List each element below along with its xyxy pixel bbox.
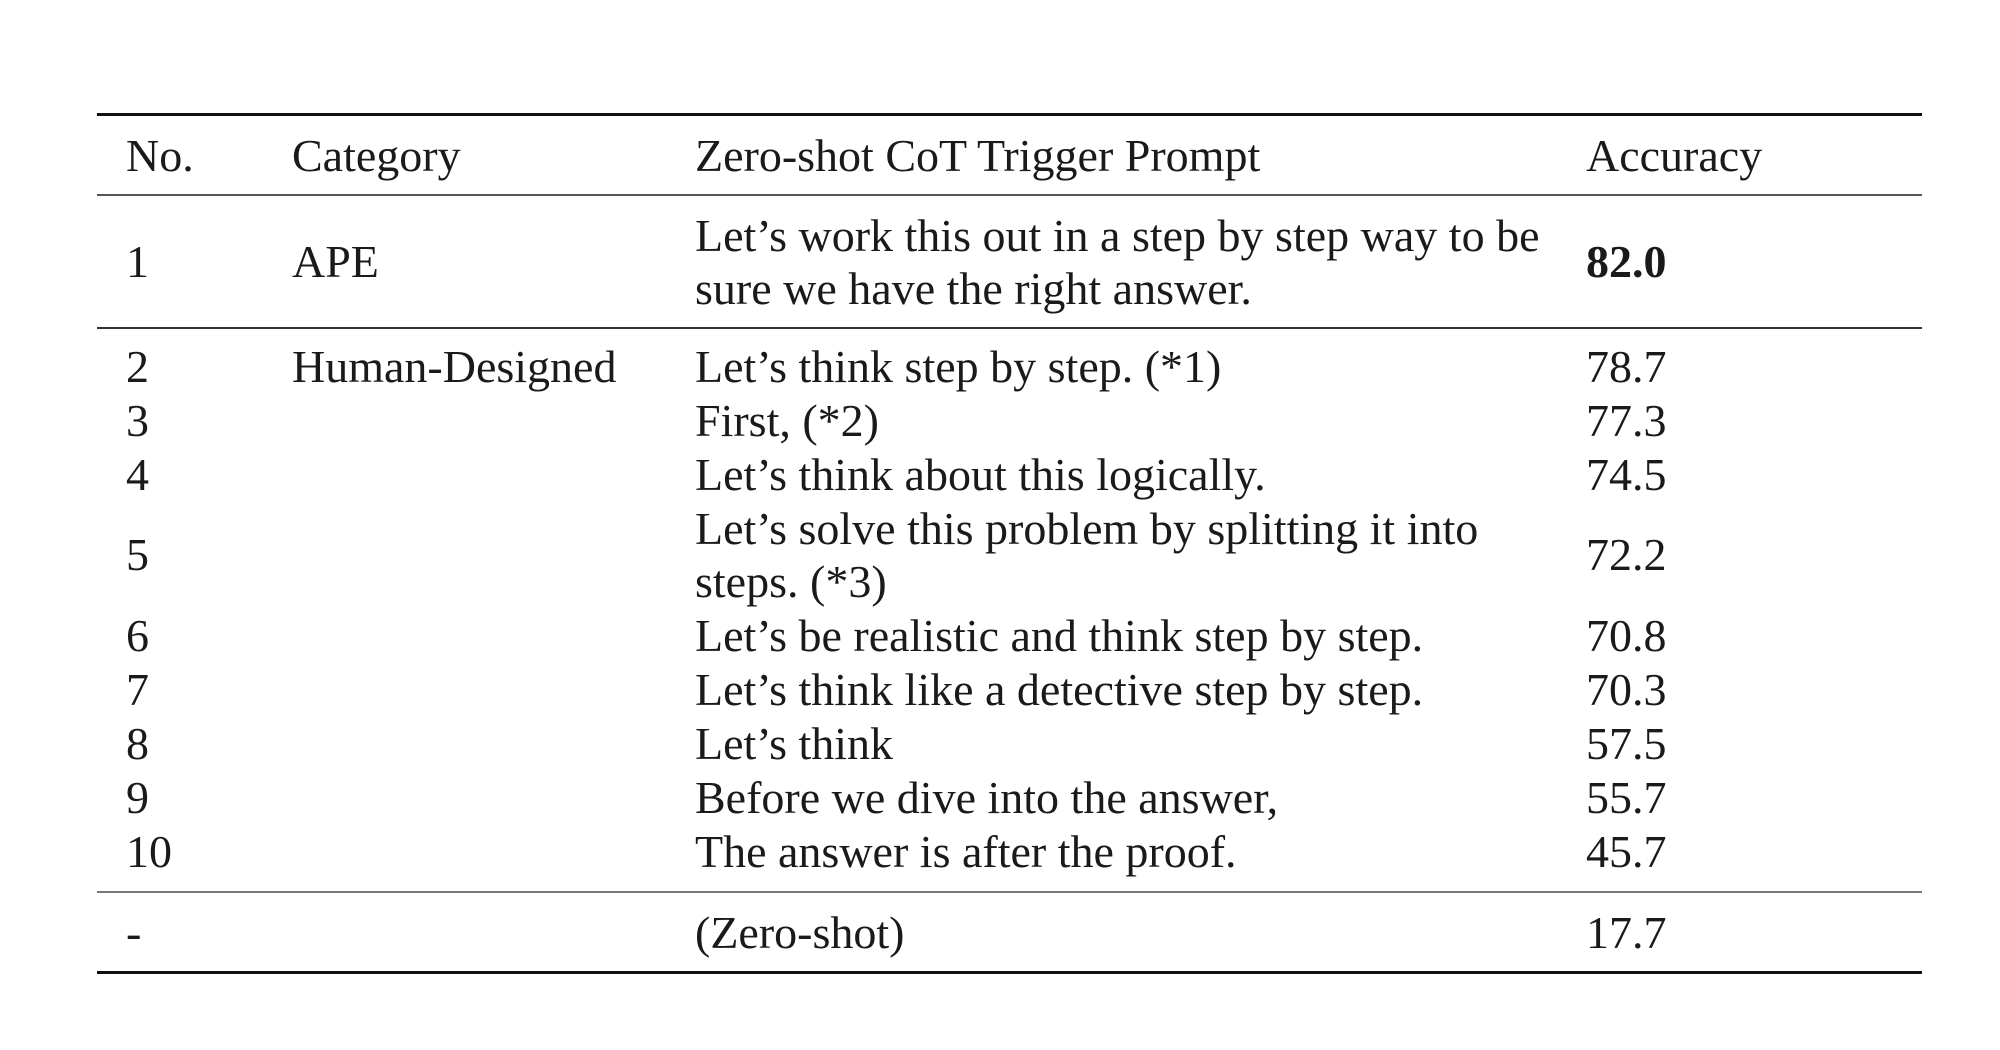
table-row: 3 First, (*2) 77.3 — [97, 393, 1922, 447]
row-no: 10 — [126, 825, 172, 877]
table-row: 8 Let’s think 57.5 — [97, 716, 1922, 770]
table-row: 6 Let’s be realistic and think step by s… — [97, 608, 1922, 662]
row-no: - — [126, 906, 142, 958]
header-row: No. Category Zero-shot CoT Trigger Promp… — [97, 114, 1922, 195]
row-no: 2 — [126, 340, 149, 392]
row-prompt: Let’s think step by step. (*1) — [695, 340, 1222, 392]
table-row: - (Zero-shot) 17.7 — [97, 892, 1922, 973]
header-prompt: Zero-shot CoT Trigger Prompt — [695, 129, 1261, 181]
row-accuracy: 72.2 — [1586, 529, 1667, 580]
row-prompt: Let’s think like a detective step by ste… — [695, 663, 1424, 715]
row-prompt: Let’s think about this logically. — [695, 448, 1266, 500]
row-no: 4 — [126, 448, 149, 500]
row-category — [292, 770, 695, 824]
header-no: No. — [126, 129, 194, 181]
row-no: 8 — [126, 717, 149, 769]
row-category — [292, 824, 695, 892]
table-row: 2 Human-Designed Let’s think step by ste… — [97, 328, 1922, 393]
header-category: Category — [292, 129, 461, 181]
table-row: 7 Let’s think like a detective step by s… — [97, 662, 1922, 716]
row-accuracy: 70.8 — [1586, 609, 1667, 661]
row-accuracy: 45.7 — [1586, 825, 1667, 877]
row-prompt: Let’s work this out in a step by step wa… — [695, 209, 1540, 314]
table-row: 9 Before we dive into the answer, 55.7 — [97, 770, 1922, 824]
row-no: 5 — [126, 529, 149, 580]
row-prompt: Before we dive into the answer, — [695, 771, 1279, 823]
table-row: 4 Let’s think about this logically. 74.5 — [97, 447, 1922, 501]
row-no: 9 — [126, 771, 149, 823]
row-accuracy: 78.7 — [1586, 340, 1667, 392]
row-no: 7 — [126, 663, 149, 715]
table-row: 1 APE Let’s work this out in a step by s… — [97, 195, 1922, 328]
row-accuracy: 74.5 — [1586, 448, 1667, 500]
row-no: 6 — [126, 609, 149, 661]
baseline-section: - (Zero-shot) 17.7 — [97, 892, 1922, 973]
row-accuracy: 57.5 — [1586, 717, 1667, 769]
human-designed-section: 2 Human-Designed Let’s think step by ste… — [97, 328, 1922, 892]
row-accuracy: 55.7 — [1586, 771, 1667, 823]
row-no: 3 — [126, 394, 149, 446]
row-category — [292, 501, 695, 608]
row-category — [292, 393, 695, 447]
row-category: Human-Designed — [292, 340, 617, 392]
row-prompt: First, (*2) — [695, 394, 879, 446]
row-accuracy: 17.7 — [1586, 906, 1667, 958]
row-prompt: Let’s be realistic and think step by ste… — [695, 609, 1424, 661]
row-category — [292, 892, 695, 973]
row-category — [292, 447, 695, 501]
table-header: No. Category Zero-shot CoT Trigger Promp… — [97, 114, 1922, 195]
row-no: 1 — [126, 236, 149, 287]
row-prompt: The answer is after the proof. — [695, 825, 1237, 877]
row-category: APE — [292, 236, 379, 287]
row-prompt: Let’s solve this problem by splitting it… — [695, 502, 1479, 607]
row-prompt: (Zero-shot) — [695, 906, 905, 958]
results-table-container: No. Category Zero-shot CoT Trigger Promp… — [97, 113, 1922, 974]
table-row: 5 Let’s solve this problem by splitting … — [97, 501, 1922, 608]
row-prompt: Let’s think — [695, 717, 894, 769]
header-accuracy: Accuracy — [1586, 129, 1763, 181]
row-accuracy: 77.3 — [1586, 394, 1667, 446]
row-category — [292, 662, 695, 716]
row-category — [292, 608, 695, 662]
row-accuracy: 70.3 — [1586, 663, 1667, 715]
prompt-accuracy-table: No. Category Zero-shot CoT Trigger Promp… — [97, 113, 1922, 974]
table-row: 10 The answer is after the proof. 45.7 — [97, 824, 1922, 892]
row-category — [292, 716, 695, 770]
row-accuracy: 82.0 — [1586, 236, 1667, 287]
ape-section: 1 APE Let’s work this out in a step by s… — [97, 195, 1922, 328]
